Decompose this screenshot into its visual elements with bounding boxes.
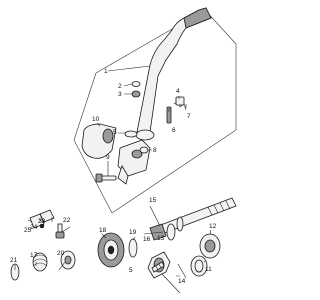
label-part-12: 12 (209, 223, 217, 230)
part-number-labels: 1 2 3 4 5 7 6 10 8 9 15 12 16 13 11 14 1… (10, 68, 217, 285)
kick-shaft-part-15[interactable] (149, 197, 237, 241)
washer-part-19[interactable] (128, 238, 138, 258)
spring-part-17[interactable] (32, 252, 48, 272)
label-part-3: 3 (118, 91, 122, 98)
label-part-5-lower: 5 (129, 267, 133, 274)
bolt-part-9[interactable] (95, 173, 117, 183)
label-part-4: 4 (176, 88, 180, 95)
washer-part-4[interactable] (124, 130, 138, 138)
kick-rubber-part-10[interactable] (81, 123, 117, 159)
spring-part-7[interactable] (173, 96, 187, 111)
pin-part-6[interactable] (166, 106, 172, 124)
label-part-24: 24 (30, 224, 38, 231)
label-part-19: 19 (129, 229, 137, 236)
label-part-6: 6 (172, 127, 176, 134)
label-part-25: 25 (24, 227, 32, 234)
label-part-9: 9 (106, 154, 110, 161)
label-part-11: 11 (205, 266, 212, 273)
label-part-16: 16 (143, 236, 151, 243)
label-part-14: 14 (178, 278, 186, 285)
leader-lines (14, 65, 212, 294)
label-part-22: 22 (63, 217, 71, 224)
bolt-part-22[interactable] (55, 223, 65, 239)
label-part-18: 18 (99, 227, 107, 234)
pin-part-14[interactable] (151, 261, 165, 273)
label-part-2: 2 (118, 83, 122, 90)
label-part-8: 8 (153, 147, 157, 154)
collar-part-16[interactable] (166, 223, 176, 241)
exploded-parts-diagram: 1 2 3 4 5 7 6 10 8 9 15 12 16 13 11 14 1… (10, 7, 237, 294)
label-part-7: 7 (187, 113, 191, 120)
label-part-5-upper: 5 (113, 129, 117, 136)
diagram-svg (10, 7, 237, 294)
kick-ratchet-part-12[interactable] (199, 233, 221, 259)
ratchet-part-20[interactable] (60, 250, 76, 270)
pin-part-25[interactable] (39, 223, 45, 229)
kick-gear-part-18[interactable] (97, 232, 125, 268)
label-part-13: 13 (157, 235, 165, 242)
kick-pedal-arm[interactable] (135, 7, 212, 141)
label-part-10: 10 (92, 116, 100, 123)
spring-part-11[interactable] (190, 255, 208, 277)
label-part-20: 20 (57, 250, 65, 257)
label-part-21: 21 (10, 257, 18, 264)
label-part-15: 15 (149, 197, 157, 204)
plate-part-23[interactable] (39, 209, 55, 223)
label-part-23: 23 (38, 218, 46, 225)
label-part-17: 17 (30, 252, 38, 259)
label-part-1: 1 (104, 68, 108, 75)
